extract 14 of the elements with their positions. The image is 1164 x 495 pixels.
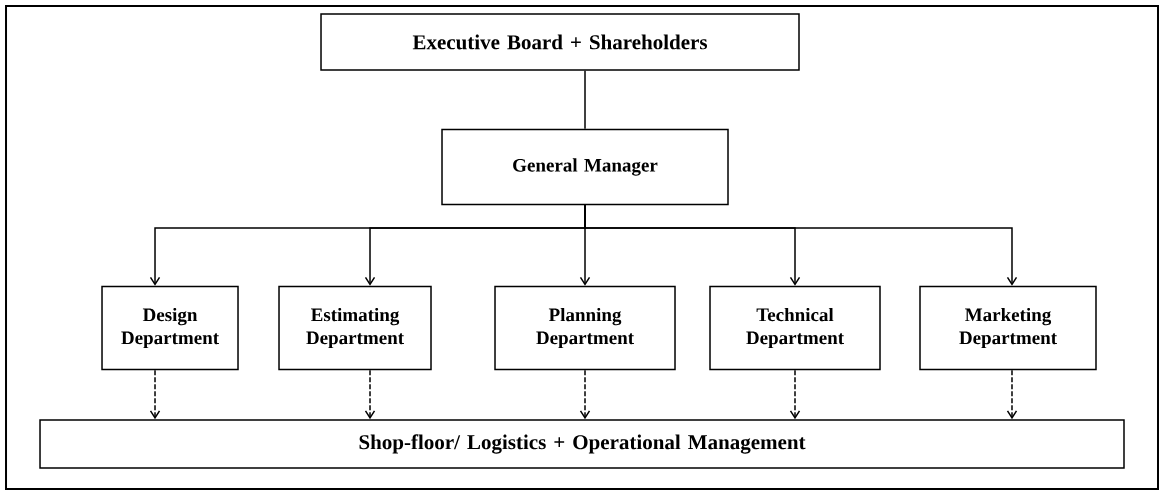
department-box: Design Department <box>101 285 239 371</box>
department-box: Marketing Department <box>919 285 1097 371</box>
arrow <box>1006 369 1018 420</box>
title-box: Executive Board + Shareholders <box>320 13 800 71</box>
manager-box: General Manager <box>441 128 729 206</box>
arrow <box>149 369 161 420</box>
department-box: Technical Department <box>709 285 881 371</box>
department-box: Planning Department <box>494 285 676 371</box>
arrow <box>579 369 591 420</box>
arrow <box>584 204 1018 286</box>
arrow <box>364 369 376 420</box>
department-box: Estimating Department <box>278 285 432 371</box>
base-box: Shop-floor/ Logistics + Operational Management <box>39 419 1125 469</box>
arrow <box>789 369 801 420</box>
